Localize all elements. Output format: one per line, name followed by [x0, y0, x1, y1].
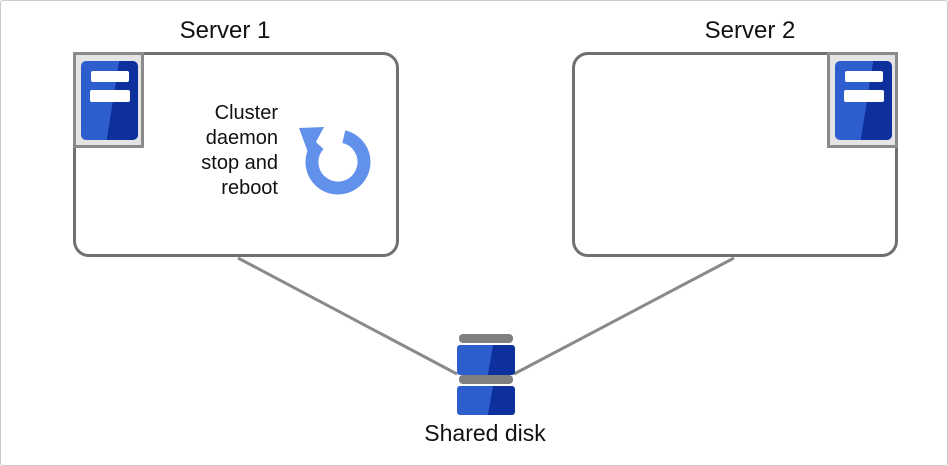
- shared-disk-label: Shared disk: [424, 420, 546, 446]
- reboot-arrow-icon: [299, 127, 371, 195]
- disk-bar: [459, 375, 513, 384]
- server2-label: Server 2: [704, 17, 796, 44]
- server1-label: Server 1: [179, 17, 271, 44]
- server1-tray: [73, 52, 144, 148]
- disk-bar: [459, 334, 513, 343]
- server-slot: [845, 71, 883, 82]
- server1-note-line: Cluster: [214, 102, 278, 124]
- server-slot: [844, 90, 884, 102]
- server-tower-icon: [835, 61, 892, 140]
- server1-note-line: reboot: [221, 177, 278, 199]
- disk-platter: [457, 386, 515, 415]
- server-tower-icon: [81, 61, 138, 140]
- server-slot: [91, 71, 129, 82]
- disk-platter: [457, 345, 515, 375]
- connector-server2-shared-disk: [513, 256, 735, 376]
- server1-note-line: daemon: [205, 127, 278, 149]
- server1-note: Cluster daemon stop and reboot: [158, 101, 278, 201]
- connector-server1-shared-disk: [237, 256, 458, 376]
- server-slot: [90, 90, 130, 102]
- server2-tray: [827, 52, 898, 148]
- server1-note-line: stop and: [201, 152, 278, 174]
- disk-stack-icon: [457, 334, 515, 415]
